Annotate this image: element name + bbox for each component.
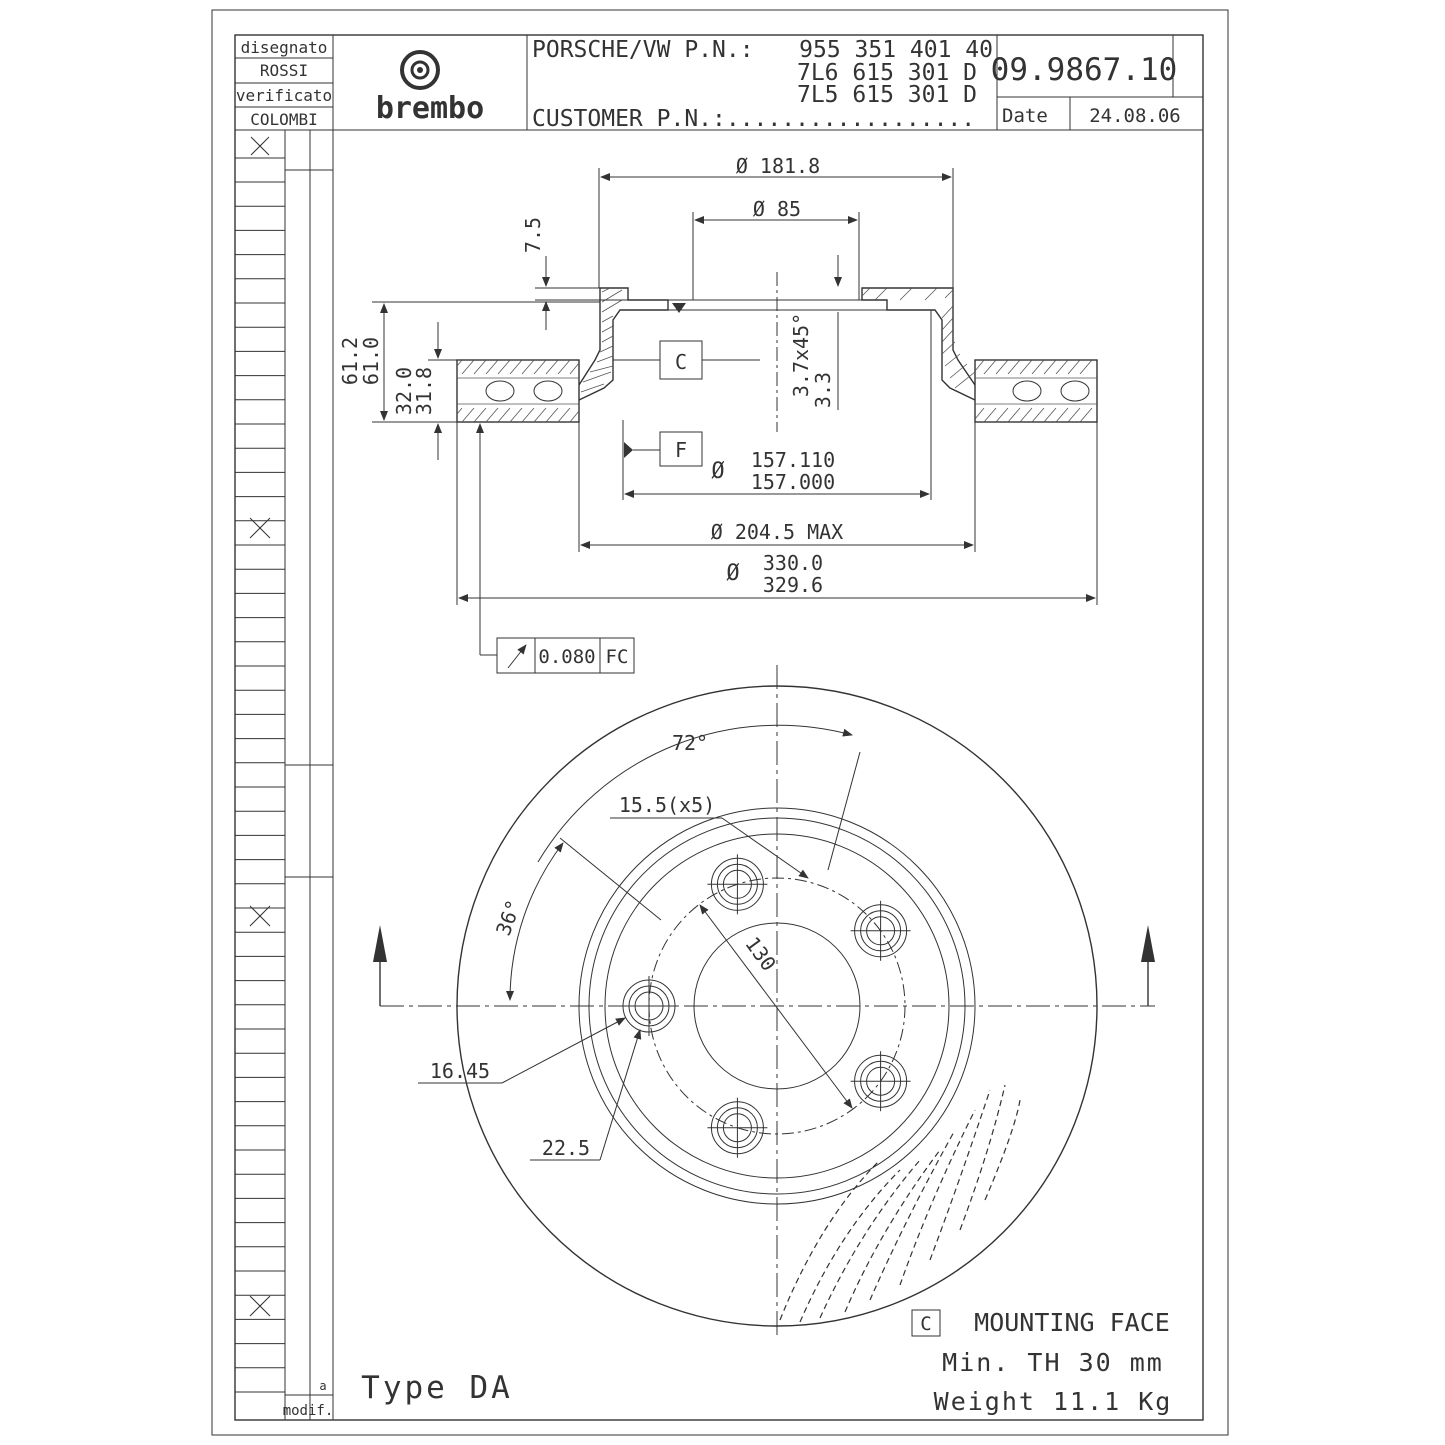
dim-height-min: 61.0 bbox=[359, 337, 383, 385]
datum-c-label: C bbox=[675, 350, 687, 374]
left-friction-ring bbox=[456, 359, 580, 423]
oem-number-1: 955 351 401 40 bbox=[799, 37, 993, 63]
oem-label: PORSCHE/VW P.N.: bbox=[532, 37, 754, 63]
dim-pilot-symbol: Ø bbox=[711, 459, 724, 484]
revision-cross-3 bbox=[249, 905, 271, 927]
holes-callout: 15.5(x5) bbox=[619, 793, 715, 817]
dim-chamfer-b: 3.3 bbox=[811, 372, 835, 408]
dim-inner-max: Ø 204.5 MAX bbox=[711, 520, 843, 544]
lug-hole bbox=[707, 1097, 768, 1158]
revision-small-mark: a bbox=[319, 1379, 326, 1393]
disc-outer-edge bbox=[456, 685, 1098, 1327]
cooling-vanes-hint bbox=[779, 1084, 1021, 1323]
oem-number-2: 7L6 615 301 D bbox=[797, 60, 977, 86]
friction-ring-inner-edge bbox=[578, 807, 976, 1205]
section-cut-arrow-right-icon bbox=[1141, 925, 1155, 1006]
revision-cross-2 bbox=[249, 517, 271, 539]
dim-thickness-max: 32.0 bbox=[392, 367, 416, 415]
runout-arrow-icon bbox=[507, 644, 527, 669]
revision-cross-1 bbox=[250, 136, 270, 156]
dim-chamfer-a: 3.7x45° bbox=[789, 313, 813, 397]
lug-hole bbox=[707, 854, 768, 915]
lug-hole bbox=[619, 976, 679, 1036]
oem-number-3: 7L5 615 301 D bbox=[797, 82, 977, 108]
datum-f-marker bbox=[624, 442, 633, 458]
min-thickness-note: Min. TH 30 mm bbox=[942, 1348, 1164, 1377]
checked-by: COLOMBI bbox=[250, 110, 317, 129]
hat-right-wall bbox=[861, 287, 976, 401]
revision-column: a modif. bbox=[235, 130, 333, 1420]
drawing-border bbox=[234, 34, 1204, 1421]
pcd-dimension: 130 bbox=[740, 932, 781, 975]
lug-hole bbox=[850, 1051, 911, 1112]
front-view: 72° 36° 15.5(x5) 130 16.45 22.5 bbox=[373, 665, 1155, 1340]
designed-label: disegnato bbox=[241, 38, 328, 57]
mounting-face-datum: C bbox=[920, 1313, 931, 1335]
checked-label: verificato bbox=[236, 86, 332, 105]
notes-block: C MOUNTING FACE Min. TH 30 mm Weight 11.… bbox=[361, 1308, 1173, 1416]
designed-by: ROSSI bbox=[260, 61, 308, 80]
dim-height-max: 61.2 bbox=[338, 337, 362, 385]
angle-72: 72° bbox=[672, 731, 708, 755]
angle-36: 36° bbox=[491, 897, 526, 939]
runout-tolerance-frame: 0.080 FC bbox=[476, 423, 635, 674]
hat-flange-edge bbox=[604, 833, 950, 1179]
weight-note: Weight 11.1 Kg bbox=[934, 1387, 1173, 1416]
dim-22-5: 22.5 bbox=[542, 1136, 590, 1160]
runout-datums: FC bbox=[606, 646, 629, 668]
title-block: disegnato ROSSI verificato COLOMBI bremb… bbox=[235, 35, 1203, 1420]
section-view: F C Ø 181.8 Ø 85 7.5 61.2 61.0 32.0 bbox=[338, 154, 1098, 674]
dim-pilot-max: 157.110 bbox=[751, 448, 835, 472]
outer-frame bbox=[211, 9, 1229, 1436]
type-note: Type DA bbox=[361, 1370, 513, 1406]
part-number: 09.9867.10 bbox=[991, 52, 1178, 88]
dim-hat-diameter: Ø 181.8 bbox=[736, 154, 820, 178]
dim-thickness-min: 31.8 bbox=[412, 367, 436, 415]
dim-outer-min: 329.6 bbox=[763, 573, 823, 597]
section-cut-arrow-left-icon bbox=[373, 925, 387, 1006]
dim-16-45: 16.45 bbox=[430, 1059, 490, 1083]
date-value: 24.08.06 bbox=[1089, 105, 1181, 127]
right-friction-ring bbox=[974, 359, 1098, 423]
hat-edge bbox=[588, 817, 966, 1195]
dim-outer-max: 330.0 bbox=[763, 551, 823, 575]
brembo-logo-icon: brembo bbox=[376, 50, 484, 126]
revision-cross-4 bbox=[249, 1295, 271, 1317]
dim-outer-symbol: Ø bbox=[726, 561, 739, 586]
customer-pn: CUSTOMER P.N.:.................. bbox=[532, 106, 975, 132]
modif-label: modif. bbox=[283, 1403, 334, 1419]
dim-bore-diameter: Ø 85 bbox=[753, 197, 801, 221]
runout-value: 0.080 bbox=[538, 646, 595, 668]
mounting-face-note: MOUNTING FACE bbox=[974, 1308, 1170, 1337]
datum-f-label: F bbox=[675, 438, 687, 462]
lug-hole bbox=[850, 900, 911, 961]
dim-pilot-min: 157.000 bbox=[751, 470, 835, 494]
brand-wordmark: brembo bbox=[376, 91, 484, 126]
dim-hat-top: 7.5 bbox=[521, 217, 545, 253]
date-label: Date bbox=[1002, 105, 1048, 127]
hat-left-wall bbox=[578, 287, 669, 401]
